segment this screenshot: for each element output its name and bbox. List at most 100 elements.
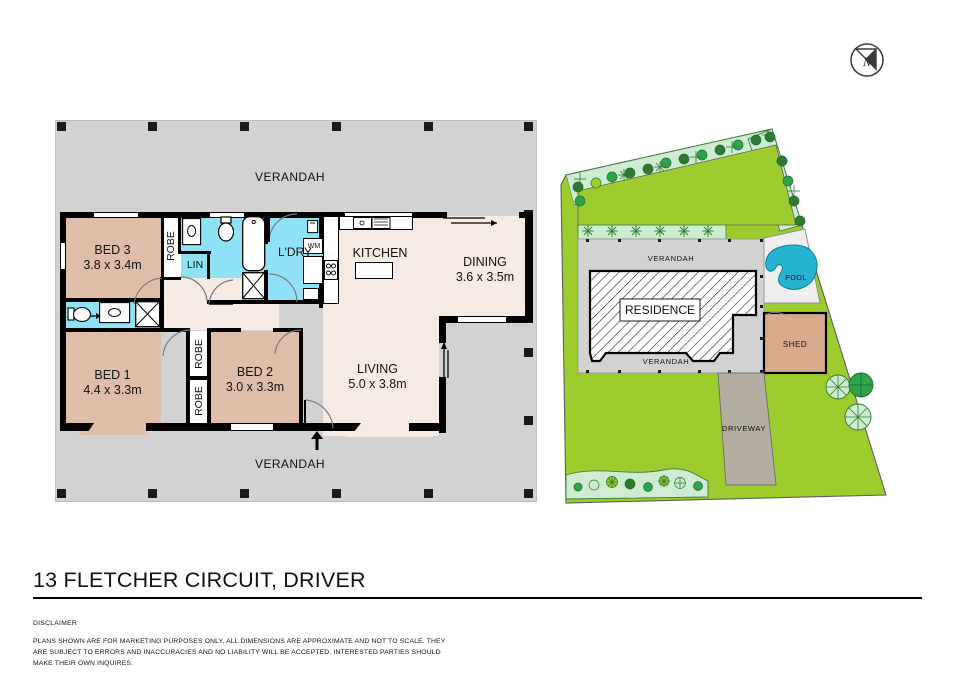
verandah-post xyxy=(240,489,249,498)
vanity-basin-icon xyxy=(99,302,131,324)
label-linen: LIN xyxy=(186,259,204,271)
window xyxy=(93,212,139,218)
garden-bed-rear xyxy=(577,224,727,240)
label-robe-bed1: ROBE xyxy=(192,386,205,416)
page-title: 13 FLETCHER CIRCUIT, DRIVER xyxy=(33,568,366,592)
residence-label: RESIDENCE xyxy=(625,303,695,317)
verandah-post xyxy=(524,348,533,357)
label-living-dim: 5.0 x 3.8m xyxy=(348,377,407,391)
residence-label-box xyxy=(619,298,701,322)
label-bed1-name: BED 1 xyxy=(94,368,131,382)
compass-letter: N xyxy=(862,55,872,69)
room-bed1 xyxy=(64,331,161,431)
window xyxy=(457,316,507,323)
verandah-post xyxy=(240,122,249,131)
label-kitchen-name: KITCHEN xyxy=(352,246,408,260)
disclaimer-body: PLANS SHOWN ARE FOR MARKETING PURPOSES O… xyxy=(33,638,446,667)
robe-bed3 xyxy=(161,216,181,278)
door-swing-laundry2 xyxy=(268,273,298,303)
pool-water xyxy=(765,244,818,290)
door-swing xyxy=(133,278,164,305)
verandah-label-top: VERANDAH xyxy=(255,170,325,184)
title-divider xyxy=(33,597,922,599)
verandah-label-bottom: VERANDAH xyxy=(255,457,325,471)
floor-plan: VERANDAH VERANDAH xyxy=(55,120,537,502)
vanity-basin-icon xyxy=(182,218,202,246)
bed1-bay-window-fill xyxy=(79,425,149,435)
dining-area xyxy=(439,216,531,321)
label-bed3-dim: 3.8 x 3.4m xyxy=(83,258,142,272)
toilet-icon xyxy=(217,216,235,242)
door-swing-bathroom xyxy=(208,279,234,305)
entry-door-swing xyxy=(304,399,334,429)
site-verandah-label-bottom: VERANDAH xyxy=(643,357,689,366)
door-swing-laundry xyxy=(268,213,298,243)
bay-window-glazing xyxy=(55,415,535,445)
verandah-post xyxy=(332,122,341,131)
shed-door-swing xyxy=(764,311,786,316)
wm-label: WM xyxy=(307,242,321,250)
driveway-label: DRIVEWAY xyxy=(722,424,766,433)
site-plan-svg: POOL VERANDAH VERANDAH RESIDENCE xyxy=(560,128,887,504)
shower-icon xyxy=(242,272,266,300)
boundary-shrubs-right xyxy=(776,155,806,227)
label-bed3-name: BED 3 xyxy=(94,243,131,257)
shower-icon xyxy=(135,301,161,328)
garden-bed-front xyxy=(565,468,709,500)
robe-bed2 xyxy=(189,331,209,379)
door-swing-bed2 xyxy=(274,329,302,355)
verandah-post xyxy=(524,122,533,131)
front-plants xyxy=(573,475,703,492)
kitchen-island xyxy=(355,262,393,279)
verandah-post xyxy=(148,122,157,131)
tree-cluster xyxy=(825,372,874,431)
verandah-post xyxy=(524,489,533,498)
sliding-door xyxy=(443,217,497,226)
site-verandah-posts xyxy=(586,239,763,373)
verandah-post xyxy=(524,416,533,425)
verandah-post xyxy=(148,489,157,498)
label-bed2-dim: 3.0 x 3.3m xyxy=(225,380,285,394)
label-laundry-name: L'DRY xyxy=(277,245,313,259)
laundry-cupboard xyxy=(303,288,319,300)
boundary-shrubs-top xyxy=(572,129,776,207)
verandah-post xyxy=(424,489,433,498)
label-dining-name: DINING xyxy=(463,255,507,269)
garden-bed-left xyxy=(564,175,574,355)
toilet-icon xyxy=(67,306,92,323)
label-living-name: LIVING xyxy=(357,362,398,376)
site-verandah-label-top: VERANDAH xyxy=(648,254,694,263)
kitchen-living-area xyxy=(323,216,439,436)
shed-label: SHED xyxy=(783,340,807,349)
door-swing-linen xyxy=(180,276,208,302)
verandah-post xyxy=(424,122,433,131)
verandah-post xyxy=(332,489,341,498)
entry-arrow-icon xyxy=(311,431,323,450)
disclaimer-heading: DISCLAIMER xyxy=(33,620,78,627)
bathtub-icon xyxy=(242,216,266,272)
laundry-tub-icon xyxy=(307,220,319,234)
label-bed2-name: BED 2 xyxy=(236,365,274,379)
cooktop-icon xyxy=(324,260,338,280)
room-bed2 xyxy=(209,331,300,431)
robe-bed1 xyxy=(189,379,209,431)
rear-garden-shrubs xyxy=(582,225,714,237)
sliding-door xyxy=(441,342,449,378)
pool-label: POOL xyxy=(785,275,806,282)
washing-machine: WM xyxy=(303,238,323,254)
laundry-bench xyxy=(303,256,323,284)
verandah-post xyxy=(57,489,66,498)
site-plan: POOL VERANDAH VERANDAH RESIDENCE xyxy=(558,125,893,505)
north-arrow-icon: N xyxy=(845,38,889,82)
kitchen-sink-icon xyxy=(353,217,391,229)
shed xyxy=(762,311,828,375)
window xyxy=(60,242,66,270)
label-robe-bed3: ROBE xyxy=(164,231,177,261)
label-robe-bed2: ROBE xyxy=(192,339,205,369)
room-bed3 xyxy=(64,216,161,301)
window xyxy=(230,423,274,431)
door-swing-bed1 xyxy=(162,329,192,357)
label-bed1-dim: 4.4 x 3.3m xyxy=(83,383,142,397)
verandah-post xyxy=(57,122,66,131)
